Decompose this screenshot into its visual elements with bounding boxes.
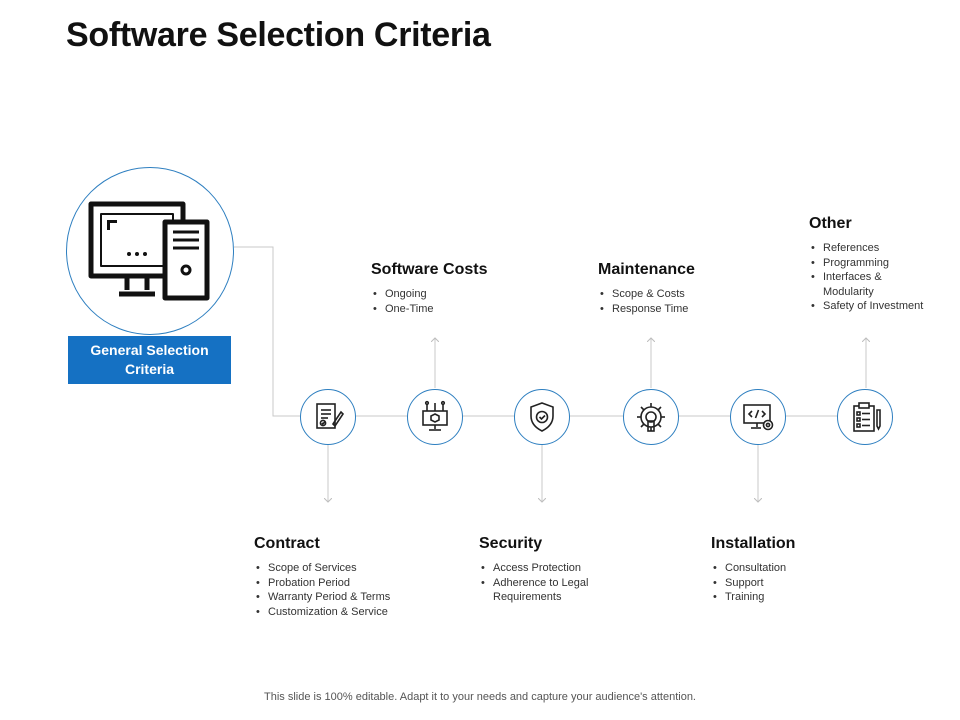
shield-icon	[530, 402, 554, 432]
list-item: Adherence to Legal	[479, 576, 679, 591]
list-item: Response Time	[598, 302, 798, 317]
computer-circle	[66, 167, 234, 335]
list-item: References	[809, 241, 954, 256]
list-item-continuation: Requirements	[493, 591, 562, 603]
node-security	[514, 389, 570, 445]
list-item: Consultation	[711, 561, 911, 576]
page-title: Software Selection Criteria	[66, 16, 491, 54]
criterion-other: Other References Programming Interfaces …	[809, 215, 954, 314]
gear-wrench-icon	[637, 403, 665, 432]
list-item: Probation Period	[254, 576, 454, 591]
list-item: Scope of Services	[254, 561, 454, 576]
list-item: Support	[711, 576, 911, 591]
criterion-title: Installation	[711, 535, 796, 552]
desktop-computer-icon	[88, 201, 210, 301]
criterion-installation: Installation Consultation Support Traini…	[711, 535, 911, 605]
criterion-title: Maintenance	[598, 261, 695, 278]
list-item: One-Time	[371, 302, 571, 317]
criterion-title: Other	[809, 215, 852, 232]
criterion-title: Software Costs	[371, 261, 488, 278]
criterion-maintenance: Maintenance Scope & Costs Response Time	[598, 261, 798, 316]
node-maintenance	[623, 389, 679, 445]
criterion-security: Security Access Protection Adherence to …	[479, 535, 679, 605]
criterion-software-costs: Software Costs Ongoing One-Time	[371, 261, 571, 316]
footer-note: This slide is 100% editable. Adapt it to…	[264, 691, 696, 703]
list-item: Interfaces &	[809, 270, 954, 285]
criterion-contract: Contract Scope of Services Probation Per…	[254, 535, 454, 619]
software-monitor-icon	[422, 400, 448, 431]
criterion-title: Security	[479, 535, 543, 552]
list-item: Warranty Period & Terms	[254, 590, 454, 605]
node-other	[837, 389, 893, 445]
list-item: Customization & Service	[254, 605, 454, 620]
node-software-costs	[407, 389, 463, 445]
list-item-continuation: Modularity	[823, 285, 874, 298]
list-item: Scope & Costs	[598, 287, 798, 302]
contract-document-icon	[316, 403, 345, 429]
list-item: Programming	[809, 256, 954, 271]
clipboard-checklist-icon	[853, 402, 881, 432]
node-contract	[300, 389, 356, 445]
general-selection-criteria-label: General Selection Criteria	[68, 336, 231, 384]
code-monitor-gear-icon	[743, 404, 774, 431]
list-item: Ongoing	[371, 287, 571, 302]
list-item: Safety of Investment	[809, 299, 954, 314]
list-item: Training	[711, 590, 911, 605]
node-installation	[730, 389, 786, 445]
list-item: Access Protection	[479, 561, 679, 576]
criterion-title: Contract	[254, 535, 320, 552]
